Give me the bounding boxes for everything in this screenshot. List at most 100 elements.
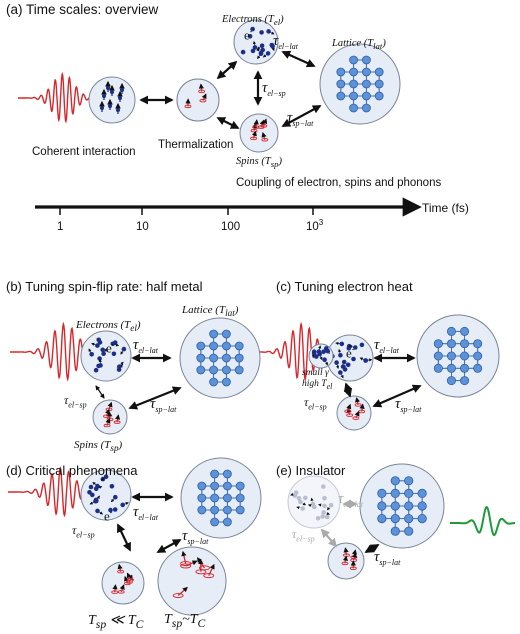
lattice-node [222, 517, 232, 527]
e-tau-el-lat: τel−lat [338, 491, 363, 509]
lattice-node [417, 513, 427, 524]
c-tau-el-lat: τel−lat [374, 337, 399, 355]
lattice-node [221, 341, 231, 351]
electron-dot [95, 343, 100, 348]
e-tau-sp-lat: τsp−lat [374, 549, 401, 567]
electron-dot [311, 504, 317, 510]
electron-velocity [300, 501, 307, 506]
electron-dot [351, 356, 356, 362]
lattice-node [197, 493, 207, 503]
a-thermalization-label: Thermalization [158, 139, 234, 151]
lattice-node [433, 339, 443, 349]
a-spins-label: Spins (Tsp) [236, 156, 282, 170]
electron-velocity [122, 502, 129, 506]
lattice-node [222, 505, 232, 515]
spin-precession [352, 416, 360, 420]
c-small-electron-dots [311, 345, 331, 366]
a-tau-sp-lat: τsp−lat [287, 110, 314, 128]
electron-dot [97, 356, 102, 361]
spin-precession [127, 577, 134, 582]
a-coherent-label: Coherent interaction [32, 146, 136, 158]
lattice-node [209, 365, 219, 375]
electron-dot [303, 495, 308, 501]
lattice-node [210, 517, 220, 527]
lattice-node [446, 326, 456, 336]
electron-velocity [95, 495, 100, 502]
electron-dot [250, 48, 256, 54]
spin-precession [252, 125, 260, 129]
a-coupling-label: Coupling of electron, spins and phonons [236, 177, 442, 189]
electron-velocity [91, 342, 98, 346]
spin-precession [172, 593, 184, 598]
lattice-node [390, 526, 400, 536]
lattice-node [390, 501, 400, 511]
spin-precession [123, 581, 131, 586]
spin-precession [198, 89, 206, 94]
e-electron-dots [290, 484, 334, 521]
time-axis-label: Time (fs) [422, 201, 469, 215]
electron-dot [93, 367, 99, 373]
lattice-node [433, 363, 443, 373]
lattice-node [209, 329, 219, 339]
lattice-node [417, 501, 427, 511]
lattice-node [404, 513, 414, 524]
d-critical-temp-label: Tsp~TC [164, 612, 206, 630]
lattice-node [460, 326, 470, 336]
spin-precession [354, 403, 362, 407]
b-tau-sp-lat: τsp−lat [150, 396, 177, 414]
lattice-node [460, 339, 470, 349]
d-electron-dots [87, 474, 129, 515]
lattice-node [349, 55, 359, 65]
lattice-node [390, 488, 400, 498]
e-lattice [377, 476, 427, 536]
electron-velocity [339, 372, 344, 379]
lattice-node [349, 91, 359, 101]
lattice-node [377, 501, 387, 511]
electron-velocity [319, 353, 323, 361]
electron-velocity [365, 358, 373, 362]
a-arrow-thermal-spins [216, 117, 240, 129]
electron-velocity [257, 53, 262, 60]
lattice-node [222, 493, 232, 503]
electron-velocity [103, 348, 108, 354]
spin-precession [341, 561, 349, 566]
lattice-node [417, 488, 427, 498]
a-laser-pulse [18, 71, 97, 124]
electron-dot [334, 360, 339, 365]
spin-arrow [177, 586, 188, 597]
b-arrow-sp-lat [128, 386, 182, 410]
spin-precession [111, 590, 119, 594]
b-electron-symbol: e- [106, 340, 115, 356]
spin-precession [203, 573, 215, 579]
c-spins-circle [336, 395, 372, 431]
spin-precession [261, 137, 269, 142]
lattice-node [349, 67, 359, 77]
c-arrow-el-sp [343, 382, 353, 398]
lattice-node [460, 376, 470, 386]
spin-precession [117, 569, 125, 574]
a-coherent-spins [99, 80, 125, 114]
electron-dot [359, 342, 365, 348]
electron-dot [110, 90, 114, 94]
tick-1000: 103 [306, 218, 324, 233]
c-arrow-sp-lat [372, 384, 422, 408]
c-high-t: high Tel [302, 379, 333, 391]
a-lattice [336, 55, 384, 113]
tick-100: 100 [221, 221, 241, 233]
electron-dot [100, 106, 104, 110]
lattice-node [460, 351, 470, 361]
lattice-node [196, 353, 206, 363]
electron-dot [322, 357, 327, 363]
lattice-node [209, 377, 219, 387]
lattice-node [361, 91, 371, 101]
spin-precession [260, 124, 268, 128]
d-spins-low [111, 563, 134, 594]
electron-velocity [96, 485, 103, 490]
lattice-node [222, 481, 232, 491]
e-arrow-el-sp [320, 528, 338, 548]
e-spins [341, 547, 358, 571]
a-thermal-spins-circle [176, 78, 220, 122]
spin-precession [195, 569, 207, 575]
e-probe-pulse [450, 506, 515, 536]
lattice-node [222, 469, 232, 479]
